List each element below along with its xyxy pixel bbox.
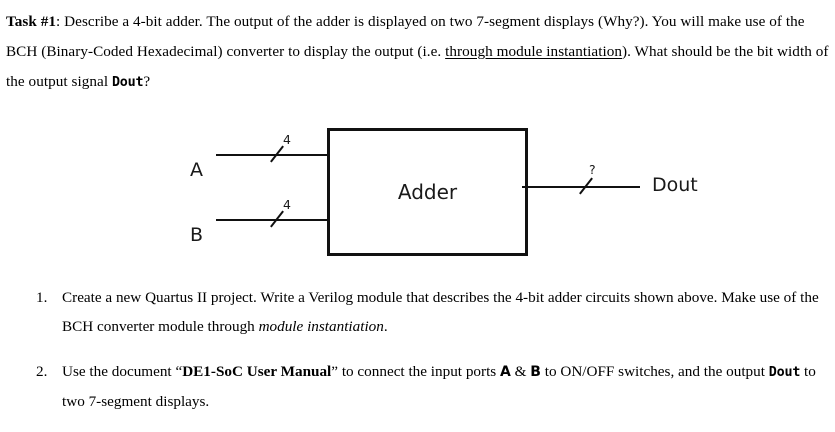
list-item: 1. Create a new Quartus II project. Write… <box>0 283 835 341</box>
task-intro-text-part3: ? <box>143 73 151 90</box>
diagram-input-label-b: B <box>190 224 204 246</box>
task-2-manual-title: DE1-SoC User Manual <box>182 363 332 380</box>
task-2-text-part4: to two 7-segment displays. <box>62 363 816 410</box>
task-2-port-joiner: & <box>510 363 531 380</box>
wire-input-b <box>216 219 329 221</box>
task-2-text-part2: ” to connect the input ports <box>331 363 500 380</box>
task-2-text-part1: Use the document “ <box>62 363 183 380</box>
task-1-italic-phrase: module instantiation <box>258 318 384 335</box>
list-marker-2: 2. <box>36 363 48 380</box>
task-1-text-part2: . <box>383 318 388 335</box>
task-instruction-list: 1. Create a new Quartus II project. Write… <box>0 283 835 432</box>
adder-block: Adder <box>327 128 528 256</box>
diagram-output-label-dout: Dout <box>652 174 698 196</box>
signal-name-dout: Dout <box>768 365 801 380</box>
port-label-a: A <box>500 364 511 380</box>
list-marker-1: 1. <box>36 289 48 306</box>
diagram-input-label-a: A <box>190 159 203 181</box>
bus-width-label-output: ? <box>589 162 596 177</box>
task-intro-paragraph: Task #1: Describe a 4-bit adder. The out… <box>6 7 830 98</box>
bus-width-label-b: 4 <box>283 197 291 212</box>
task-intro-text-part2: ). What should be the bit width of the o… <box>6 43 829 90</box>
wire-input-a <box>216 154 329 156</box>
wire-output-dout <box>522 186 640 188</box>
bus-width-label-a: 4 <box>283 132 291 147</box>
task-intro-text-part1: : Describe a 4-bit adder. The output of … <box>6 13 805 60</box>
signal-name-dout: Dout <box>111 75 144 90</box>
adder-block-label: Adder <box>397 180 458 204</box>
port-label-b: B <box>530 364 541 380</box>
task-intro-underlined-phrase: through module instantiation <box>445 43 623 60</box>
adder-block-diagram: A 4 B 4 Adder ? Dout <box>0 118 835 268</box>
task-2-text-part3: to ON/OFF switches, and the output <box>540 363 769 380</box>
list-item: 2. Use the document “DE1-SoC User Manual”… <box>0 357 835 416</box>
task-1-text-part1: Create a new Quartus II project. Write a… <box>62 289 819 335</box>
task-number-label: Task #1 <box>6 13 57 30</box>
